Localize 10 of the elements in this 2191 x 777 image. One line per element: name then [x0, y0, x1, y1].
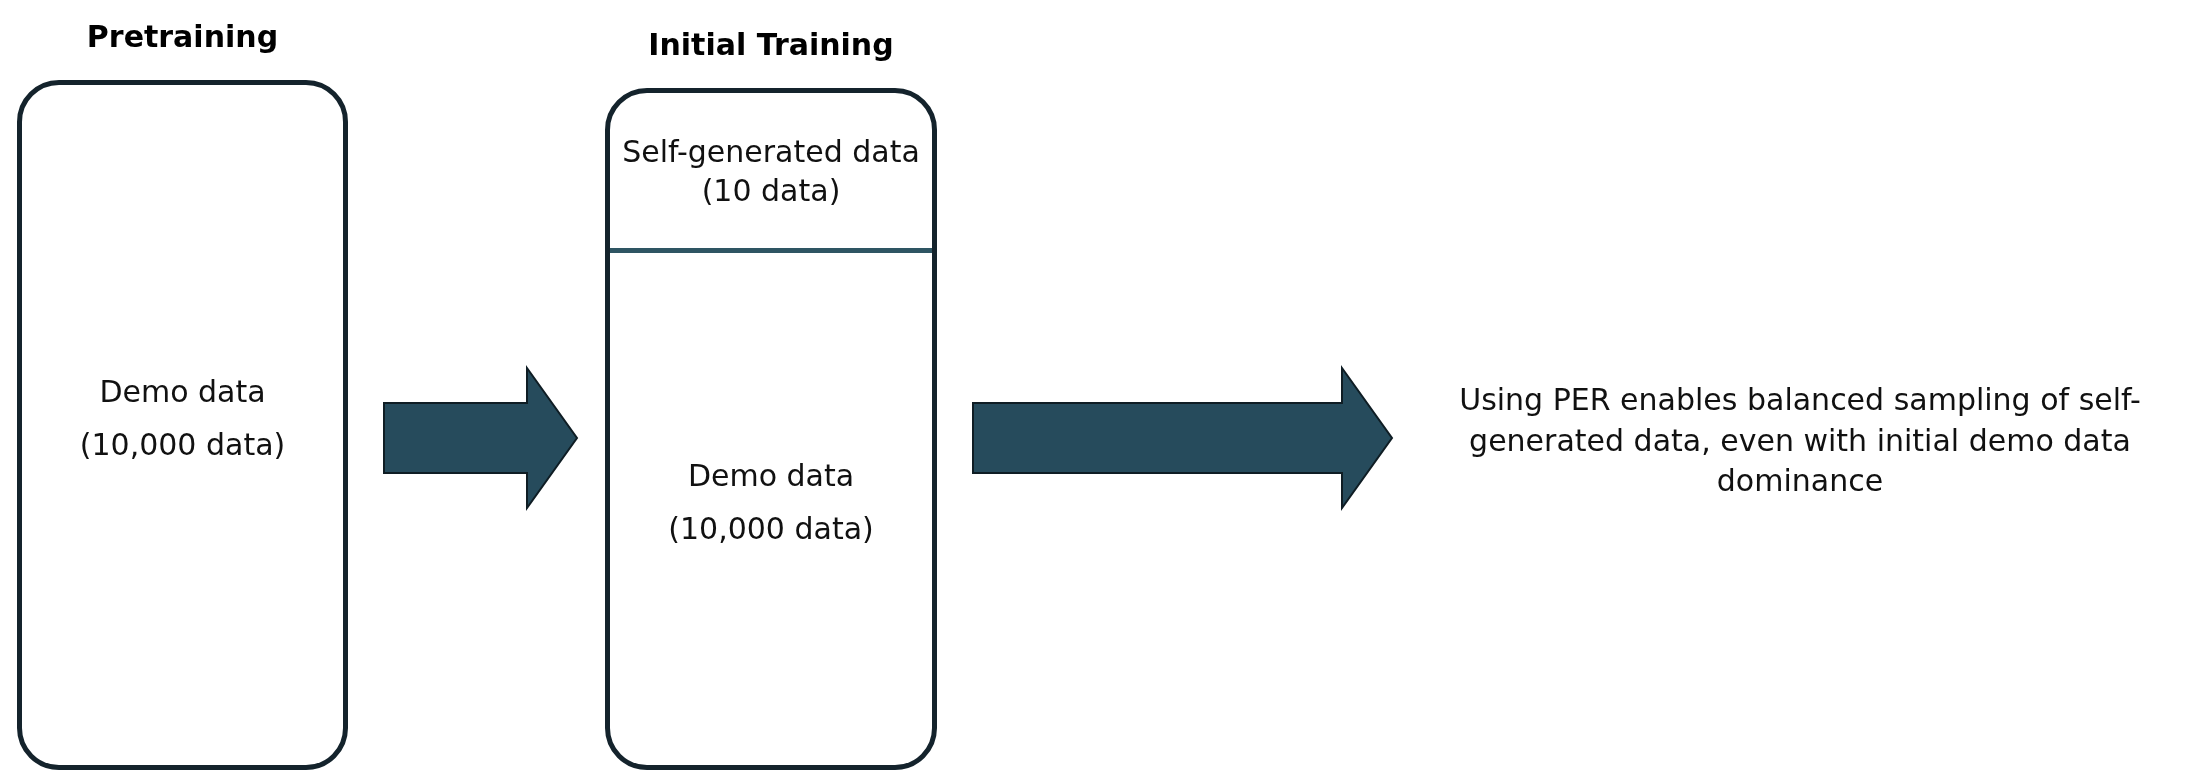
label-text: (10,000 data) [668, 510, 874, 548]
block-arrow [972, 364, 1394, 512]
label-text: Demo data [687, 457, 855, 495]
block-arrow [383, 364, 579, 512]
note-text: Using PER enables balanced sampling of self-generated data, even with initial demo data dominance [1420, 380, 2180, 520]
label-text: Demo data [99, 373, 266, 411]
box-heading: Initial Training [647, 27, 895, 62]
label-text: Self-generated data (10 data) [621, 132, 921, 210]
box-heading: Pretraining [85, 19, 280, 54]
label-text: (10,000 data) [79, 426, 286, 464]
